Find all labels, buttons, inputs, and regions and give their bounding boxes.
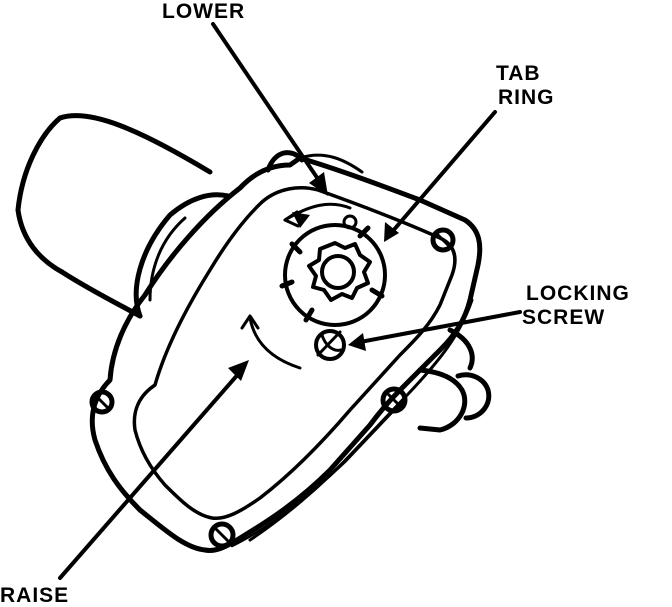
label-tab: TAB — [496, 62, 541, 85]
output-shaft — [417, 327, 492, 433]
label-ring: RING — [498, 86, 555, 109]
gear-housing — [89, 150, 483, 553]
arrowheads — [228, 172, 399, 381]
label-raise: RAISE — [0, 584, 70, 607]
rotation-arrows — [240, 202, 352, 370]
locking-screw — [314, 329, 346, 361]
label-lower: LOWER — [162, 0, 246, 23]
motor-cylinder — [15, 113, 231, 319]
corner-screws — [89, 214, 456, 549]
tab-ring — [279, 223, 387, 327]
label-screw: SCREW — [522, 306, 606, 329]
label-locking: LOCKING — [526, 282, 630, 305]
leader-arrows — [58, 22, 522, 580]
